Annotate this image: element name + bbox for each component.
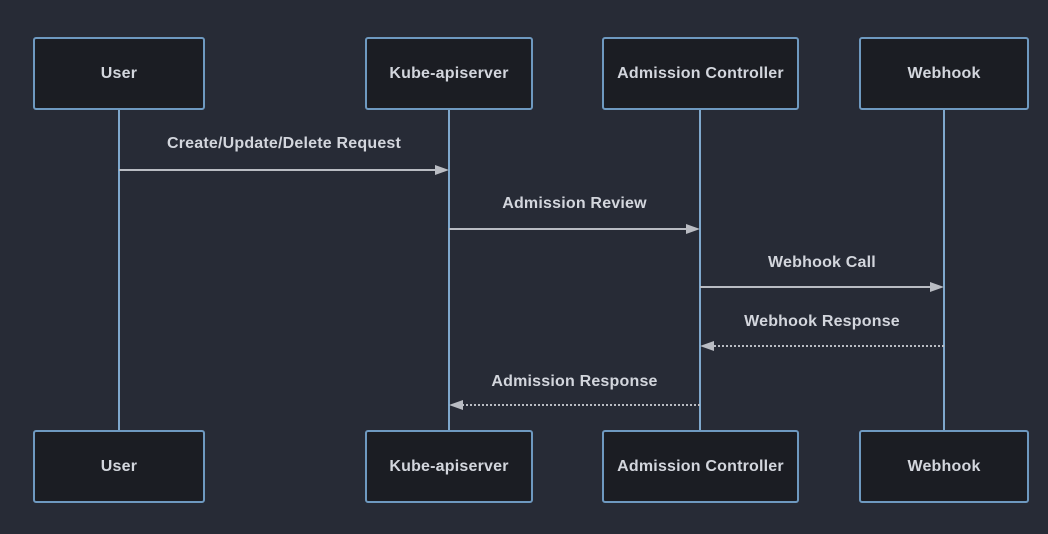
actor-label-webhook: Webhook	[907, 457, 981, 475]
message-label-admission-response: Admission Response	[491, 373, 658, 390]
lifeline-admission-controller	[699, 110, 701, 430]
arrowhead	[449, 400, 463, 410]
actor-box-webhook-top: Webhook	[859, 37, 1029, 110]
actor-box-kube-apiserver-top: Kube-apiserver	[365, 37, 533, 110]
message-arrow-create-update-delete-request	[119, 164, 449, 176]
arrowhead	[930, 282, 944, 292]
actor-box-admission-controller-bottom: Admission Controller	[602, 430, 799, 503]
message-label-create-update-delete-request: Create/Update/Delete Request	[166, 135, 402, 152]
message-label-admission-review: Admission Review	[502, 195, 647, 212]
actor-box-user-top: User	[33, 37, 205, 110]
message-label-webhook-response: Webhook Response	[744, 313, 900, 330]
message-arrow-webhook-call	[700, 281, 944, 293]
lifeline-webhook	[943, 110, 945, 430]
actor-label-admission-controller: Admission Controller	[617, 64, 784, 82]
arrowhead	[435, 165, 449, 175]
actor-box-kube-apiserver-bottom: Kube-apiserver	[365, 430, 533, 503]
actor-box-user-bottom: User	[33, 430, 205, 503]
arrow-shaft	[119, 169, 439, 171]
actor-box-admission-controller-top: Admission Controller	[602, 37, 799, 110]
lifeline-kube-apiserver	[448, 110, 450, 430]
arrowhead	[686, 224, 700, 234]
actor-label-kube-apiserver: Kube-apiserver	[389, 457, 509, 475]
actor-label-admission-controller: Admission Controller	[617, 457, 784, 475]
actor-label-webhook: Webhook	[907, 64, 981, 82]
message-arrow-admission-review	[449, 223, 700, 235]
arrowhead	[700, 341, 714, 351]
arrow-shaft	[449, 228, 690, 230]
lifeline-user	[118, 110, 120, 430]
message-label-webhook-call: Webhook Call	[768, 254, 876, 271]
message-arrow-webhook-response	[700, 340, 944, 352]
message-arrow-admission-response	[449, 399, 700, 411]
arrow-shaft	[700, 286, 934, 288]
actor-label-kube-apiserver: Kube-apiserver	[389, 64, 509, 82]
actor-label-user: User	[100, 457, 138, 475]
actor-label-user: User	[100, 64, 138, 82]
actor-box-webhook-bottom: Webhook	[859, 430, 1029, 503]
arrow-shaft	[710, 345, 944, 347]
arrow-shaft	[459, 404, 700, 406]
